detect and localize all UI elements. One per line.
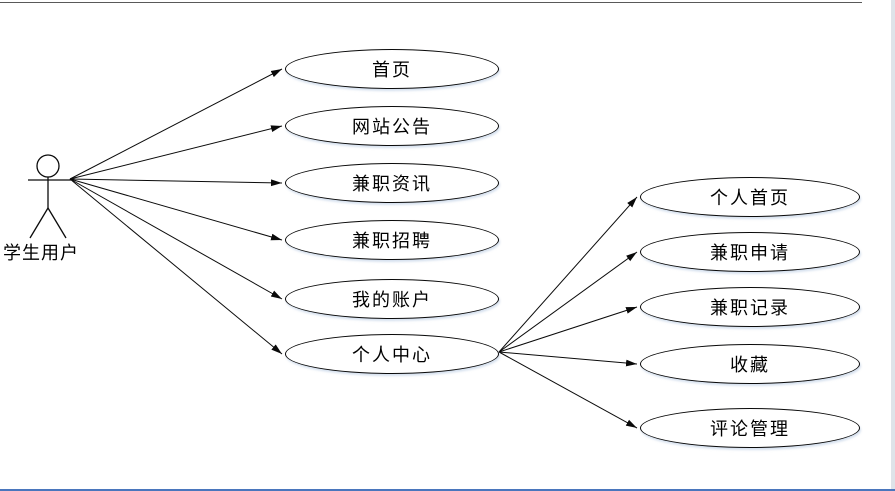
edge-center-to-personal-home	[498, 196, 638, 353]
usecase-parttime-application-label: 兼职申请	[710, 243, 790, 264]
edge-actor-to-my-account	[69, 178, 283, 300]
usecase-personal-home-label: 个人首页	[710, 188, 790, 209]
usecase-personal-center-label: 个人中心	[352, 345, 432, 366]
usecase-parttime-records-label: 兼职记录	[710, 298, 790, 319]
actor-leg-right	[47, 207, 67, 239]
usecase-parttime-recruitment: 兼职招聘	[285, 220, 499, 260]
right-border-strip	[891, 0, 895, 491]
edge-actor-to-parttime-recruitment	[69, 178, 283, 241]
usecase-favorites-label: 收藏	[730, 355, 770, 376]
edge-actor-to-home	[69, 68, 283, 180]
usecase-my-account: 我的账户	[285, 279, 499, 319]
edge-actor-to-personal-center	[69, 178, 283, 355]
edge-actor-to-site-announcements	[69, 125, 283, 180]
edge-center-to-comment-management	[498, 351, 638, 429]
usecase-parttime-info: 兼职资讯	[285, 163, 499, 203]
usecase-home-label: 首页	[372, 60, 412, 81]
usecase-personal-center: 个人中心	[285, 334, 499, 374]
usecase-my-account-label: 我的账户	[352, 290, 432, 311]
actor-leg-left	[29, 207, 49, 239]
top-border-line	[0, 2, 862, 3]
usecase-comment-management-label: 评论管理	[710, 419, 790, 440]
actor-label: 学生用户	[3, 243, 79, 264]
usecase-site-announcements-label: 网站公告	[352, 117, 432, 138]
usecase-parttime-recruitment-label: 兼职招聘	[352, 231, 432, 252]
usecase-site-announcements: 网站公告	[285, 106, 499, 146]
usecase-parttime-records: 兼职记录	[640, 287, 860, 327]
edge-actor-to-parttime-info	[69, 178, 283, 187]
usecase-personal-home: 个人首页	[640, 177, 860, 217]
actor-head	[36, 154, 60, 178]
usecase-parttime-info-label: 兼职资讯	[352, 174, 432, 195]
edge-center-to-parttime-application	[498, 251, 638, 353]
actor-stick-figure-icon	[28, 154, 71, 239]
bottom-border-line	[0, 489, 895, 491]
usecase-favorites: 收藏	[640, 344, 860, 384]
usecase-home: 首页	[285, 49, 499, 89]
edge-center-to-favorites	[498, 351, 638, 367]
edge-center-to-parttime-records	[498, 306, 638, 353]
usecase-comment-management: 评论管理	[640, 408, 860, 448]
usecase-parttime-application: 兼职申请	[640, 232, 860, 272]
